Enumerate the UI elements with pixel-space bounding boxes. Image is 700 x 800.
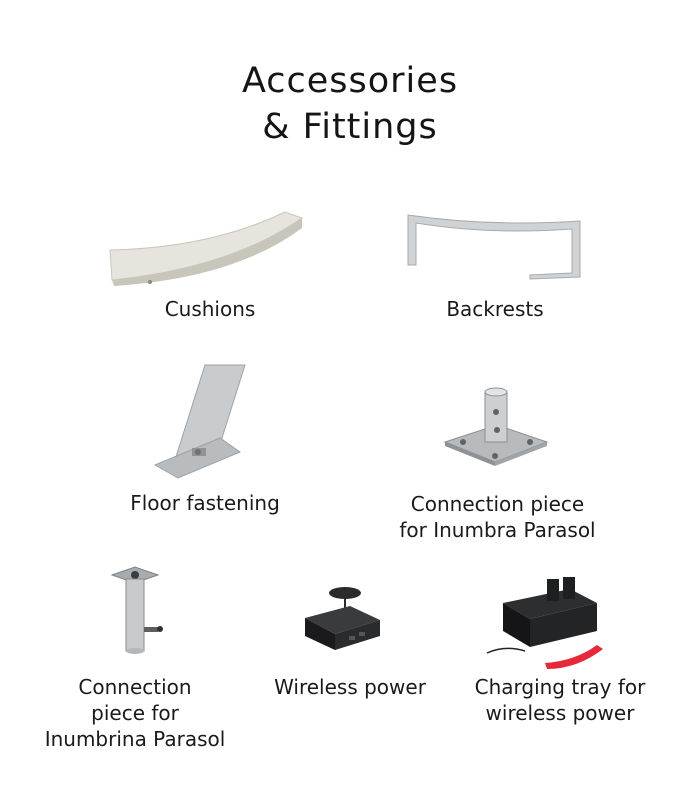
cushion-icon xyxy=(109,211,304,286)
item-label: Wireless power xyxy=(274,675,426,699)
item-wireless-power: Wireless power xyxy=(265,580,435,710)
item-backrests: Backrests xyxy=(380,205,610,330)
item-charging-tray: Charging tray for wireless power xyxy=(465,575,655,735)
item-label-line-1: Connection xyxy=(78,675,192,699)
item-label-line-2: for Inumbra Parasol xyxy=(399,518,596,542)
item-label-line-2: wireless power xyxy=(485,701,635,725)
item-connection-piece-inumbrina: Connection piece for Inumbrina Parasol xyxy=(40,565,230,755)
title-line-1: Accessories xyxy=(241,61,459,101)
page-title: Accessories & Fittings xyxy=(0,58,700,150)
item-floor-fastening: Floor fastening xyxy=(100,360,310,520)
wireless-power-icon xyxy=(305,587,380,650)
title-line-2: & Fittings xyxy=(262,107,438,147)
item-label-line-2: piece for xyxy=(91,701,179,725)
item-label-line-1: Connection piece xyxy=(410,492,585,516)
backrest-icon xyxy=(407,214,581,280)
item-label-line-1: Charging tray for xyxy=(474,675,646,699)
connection-plate-icon xyxy=(443,387,549,466)
item-label: Floor fastening xyxy=(130,491,280,515)
floor-fastening-icon xyxy=(153,364,246,479)
charging-tray-icon xyxy=(486,577,603,669)
item-label: Backrests xyxy=(446,297,544,321)
connection-tube-icon xyxy=(110,566,163,654)
item-label: Cushions xyxy=(164,297,256,321)
item-label-line-3: Inumbrina Parasol xyxy=(44,727,226,751)
item-cushions: Cushions xyxy=(90,200,330,330)
item-connection-piece-inumbra: Connection piece for Inumbra Parasol xyxy=(385,380,610,545)
